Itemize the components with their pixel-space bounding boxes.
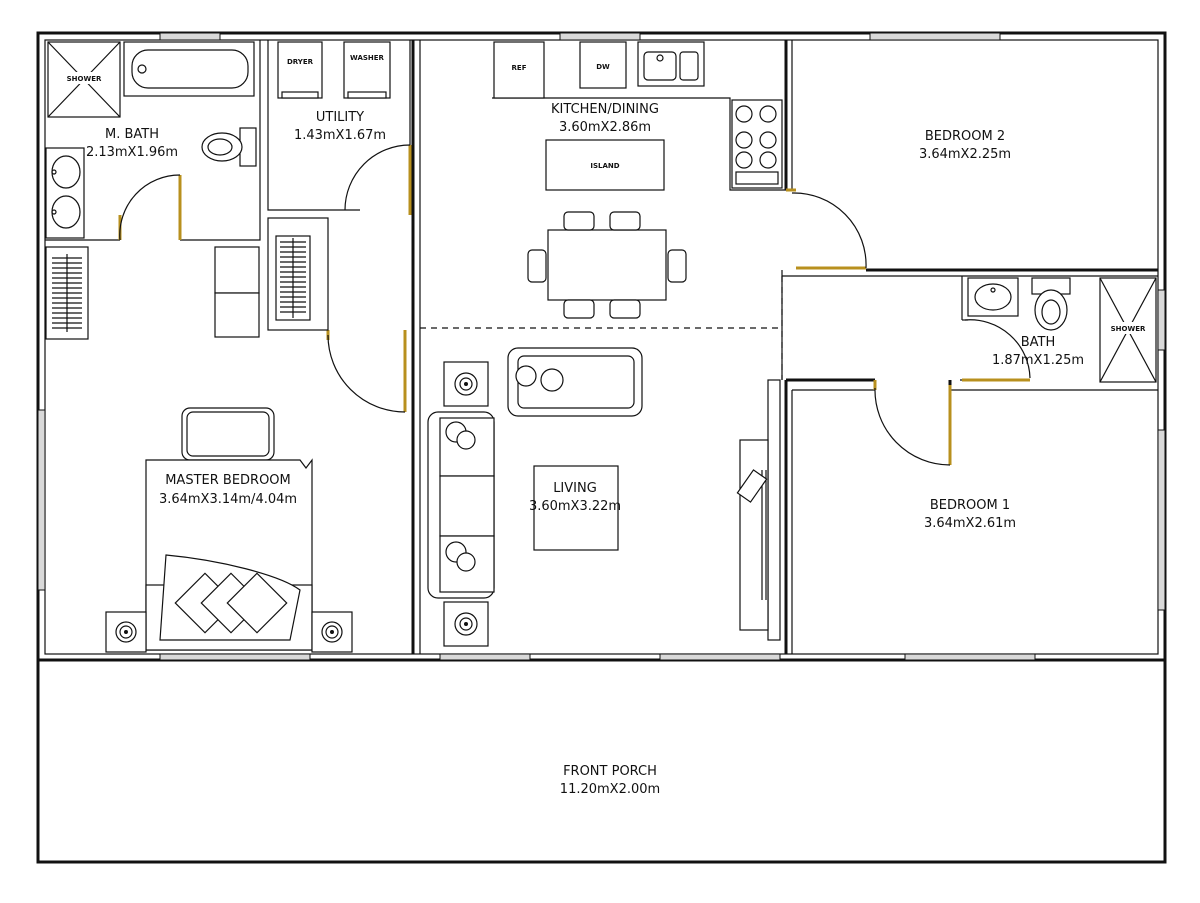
living-name: LIVING — [553, 481, 597, 496]
master-bath-name: M. BATH — [105, 127, 159, 142]
shower-bath-label: SHOWER — [1111, 325, 1146, 333]
cabinet — [214, 246, 260, 338]
kitchen-sink — [637, 41, 705, 87]
bath-sink — [967, 277, 1019, 317]
cooktop — [731, 99, 783, 189]
refrigerator — [493, 41, 545, 99]
closet — [267, 217, 329, 331]
sofa — [427, 411, 495, 599]
shower-master-label: SHOWER — [67, 75, 102, 83]
utility-fixtures: DRYER WASHER — [277, 41, 391, 99]
lamp-table-bottom — [443, 601, 489, 647]
master-bath-fixtures: SHOWER — [45, 41, 257, 239]
island — [545, 139, 665, 191]
room-labels: M. BATH 2.13mX1.96m UTILITY 1.43mX1.67m … — [86, 102, 1084, 797]
bedroom-1-name: BEDROOM 1 — [930, 498, 1010, 513]
lamp-table-top — [443, 361, 489, 407]
front-porch-size: 11.20mX2.00m — [560, 782, 660, 797]
tv-unit — [736, 439, 769, 631]
island-label: ISLAND — [590, 162, 619, 170]
loveseat — [507, 347, 643, 417]
master-vanity — [45, 147, 85, 239]
master-bedroom-name: MASTER BEDROOM — [165, 473, 291, 488]
bath-name: BATH — [1021, 335, 1056, 350]
dishwasher-label: DW — [596, 63, 610, 71]
master-bedroom-fixtures — [45, 217, 353, 653]
utility-size: 1.43mX1.67m — [294, 128, 386, 143]
dryer-label: DRYER — [287, 58, 314, 66]
kitchen-dining-name: KITCHEN/DINING — [551, 102, 659, 117]
kitchen-fixtures: REF DW ISLAND — [492, 41, 786, 191]
coffee-table — [533, 465, 619, 551]
kitchen-dining-size: 3.60mX2.86m — [559, 120, 651, 135]
doors — [118, 144, 1031, 466]
washer-label: WASHER — [350, 54, 385, 62]
bedroom-1-size: 3.64mX2.61m — [924, 516, 1016, 531]
bedroom-2-name: BEDROOM 2 — [925, 129, 1005, 144]
windows — [37, 32, 1166, 661]
bedroom-2-size: 3.64mX2.25m — [919, 147, 1011, 162]
fridge-label: REF — [512, 64, 527, 72]
bath-fixtures: SHOWER — [967, 277, 1157, 383]
nightstand-right — [311, 611, 353, 653]
dishwasher — [579, 41, 627, 89]
wardrobe — [45, 246, 89, 340]
living-size: 3.60mX3.22m — [529, 499, 621, 514]
master-bedroom-size: 3.64mX3.14m/4.04m — [159, 492, 297, 507]
master-bed — [145, 458, 313, 651]
interior-walls — [45, 40, 1158, 654]
master-bath-size: 2.13mX1.96m — [86, 145, 178, 160]
dryer — [277, 41, 323, 99]
front-porch-name: FRONT PORCH — [563, 764, 657, 779]
bath-toilet — [1031, 277, 1071, 331]
utility-name: UTILITY — [316, 110, 364, 125]
master-toilet — [201, 127, 257, 167]
washer — [343, 41, 391, 99]
dining-table — [527, 211, 687, 319]
living-fixtures — [427, 347, 769, 647]
nightstand-left — [105, 611, 147, 653]
bath-size: 1.87mX1.25m — [992, 353, 1084, 368]
